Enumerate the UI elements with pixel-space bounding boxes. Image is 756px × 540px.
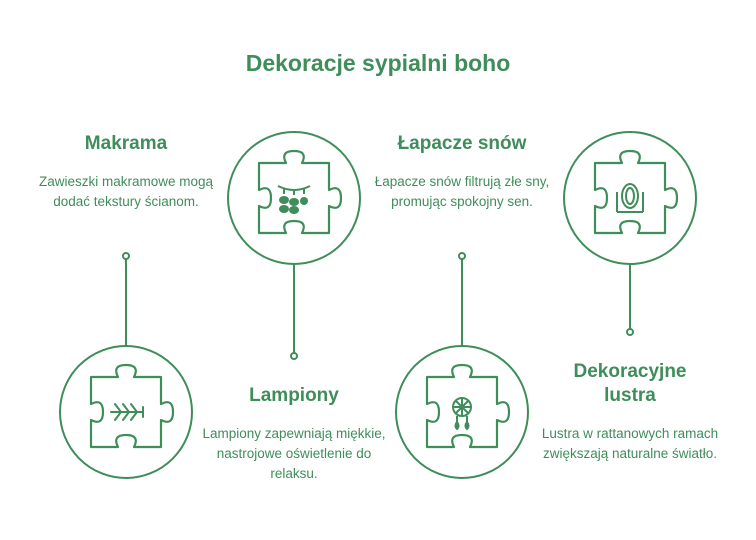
heading-lampiony: Lampiony	[249, 385, 339, 406]
connector-lapacze	[458, 252, 466, 346]
lanterns-icon	[277, 185, 311, 214]
node-lustra	[563, 131, 697, 265]
desc-makrama: Zawieszki makramowe mogą dodać tekstury …	[38, 174, 214, 209]
heading-lustra: Dekoracyjne lustra	[573, 361, 687, 406]
connector-lampiony	[290, 264, 298, 360]
node-lapacze	[395, 345, 529, 479]
node-makrama	[59, 345, 193, 479]
connector-makrama	[122, 252, 130, 346]
macrame-icon	[110, 403, 144, 421]
heading-lapacze: Łapacze snów	[397, 133, 527, 154]
desc-lampiony: Lampiony zapewniają miękkie, nastrojowe …	[202, 426, 386, 481]
desc-lustra: Lustra w rattanowych ramach zwiększają n…	[541, 426, 719, 461]
dreamcatcher-icon	[452, 397, 472, 431]
connector-lustra	[626, 264, 634, 336]
heading-makrama: Makrama	[84, 133, 168, 154]
desc-lapacze: Łapacze snów filtrują złe sny, promując …	[374, 174, 550, 209]
node-lampiony	[227, 131, 361, 265]
page-title: Dekoracje sypialni boho	[245, 50, 511, 76]
mirror-icon	[616, 183, 644, 213]
